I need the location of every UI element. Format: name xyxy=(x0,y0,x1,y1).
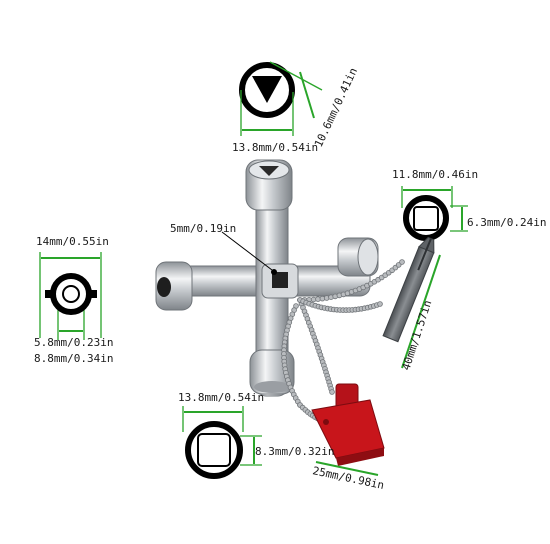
round-pin-socket-icon xyxy=(45,273,97,315)
round-inner-label: 5.8mm/0.23in xyxy=(34,336,113,349)
large-square-socket-icon xyxy=(185,421,243,479)
center-socket-pointer xyxy=(221,231,277,275)
chain-bead xyxy=(377,301,383,307)
chain-bead xyxy=(329,389,335,395)
large-square-width-label: 13.8mm/0.54in xyxy=(178,391,264,404)
cross-key-image xyxy=(155,159,379,397)
bit-dimension-line xyxy=(401,254,441,369)
triangle-dimension-lines xyxy=(240,61,323,136)
small-square-height-label: 6.3mm/0.24in xyxy=(467,216,546,229)
round-outer-label: 14mm/0.55in xyxy=(36,235,109,248)
large-square-height-label: 8.3mm/0.32in xyxy=(255,445,334,458)
screwdriver-bit-image xyxy=(382,236,435,343)
triangle-width-label: 13.8mm/0.54in xyxy=(232,141,318,154)
triangle-height-label: 10.6mm/0.41in xyxy=(312,66,360,150)
small-square-socket-icon xyxy=(403,195,449,241)
triangle-socket-icon xyxy=(239,62,295,118)
small-square-dimension-lines xyxy=(401,186,468,232)
red-key-dimension-line xyxy=(315,461,379,476)
red-key-image xyxy=(311,383,385,466)
round-pin-label: 8.8mm/0.34in xyxy=(34,352,113,365)
center-socket-label: 5mm/0.19in xyxy=(170,222,236,235)
large-square-dimension-lines xyxy=(182,406,262,466)
chain-bead xyxy=(399,259,405,265)
small-square-width-label: 11.8mm/0.46in xyxy=(392,168,478,181)
